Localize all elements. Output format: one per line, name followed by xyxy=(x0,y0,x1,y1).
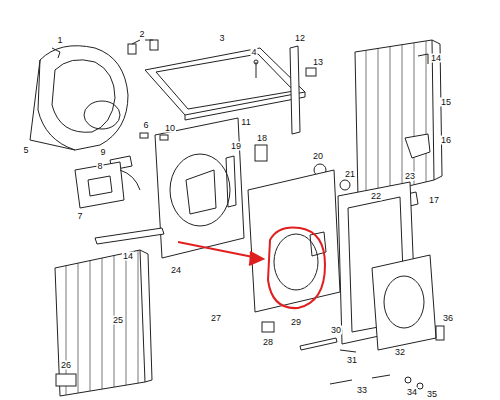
callout-number: 30 xyxy=(330,326,342,335)
callout-number: 24 xyxy=(170,266,182,275)
callout-number: 20 xyxy=(312,152,324,161)
callout-number: 36 xyxy=(442,314,454,323)
callout-number: 14 xyxy=(122,252,134,261)
callout-number: 9 xyxy=(99,148,106,157)
callout-number: 35 xyxy=(426,390,438,399)
callout-number: 2 xyxy=(138,30,145,39)
callout-number: 25 xyxy=(112,316,124,325)
callout-number: 18 xyxy=(256,134,268,143)
callout-number: 8 xyxy=(96,162,103,171)
callout-number: 3 xyxy=(218,34,225,43)
callout-number: 10 xyxy=(164,124,176,133)
callout-number: 28 xyxy=(262,338,274,347)
callout-number: 21 xyxy=(344,170,356,179)
callout-number: 1 xyxy=(56,36,63,45)
callout-number: 5 xyxy=(22,146,29,155)
callout-number: 19 xyxy=(230,142,242,151)
callout-number: 7 xyxy=(76,212,83,221)
callout-number: 22 xyxy=(370,192,382,201)
callout-number: 26 xyxy=(60,361,72,370)
callout-number: 16 xyxy=(440,136,452,145)
callout-number: 27 xyxy=(210,314,222,323)
callout-number: 12 xyxy=(294,34,306,43)
callout-number: 17 xyxy=(428,196,440,205)
callout-number: 29 xyxy=(290,318,302,327)
callout-number: 32 xyxy=(394,348,406,357)
callout-number: 31 xyxy=(346,356,358,365)
callout-number: 4 xyxy=(250,48,257,57)
callout-number: 13 xyxy=(312,58,324,67)
callout-number: 34 xyxy=(406,388,418,397)
callout-number: 33 xyxy=(356,386,368,395)
callout-number: 23 xyxy=(404,172,416,181)
callout-number: 6 xyxy=(142,121,149,130)
callout-number: 15 xyxy=(440,98,452,107)
callout-number: 14 xyxy=(430,54,442,63)
callout-number: 11 xyxy=(240,118,251,127)
